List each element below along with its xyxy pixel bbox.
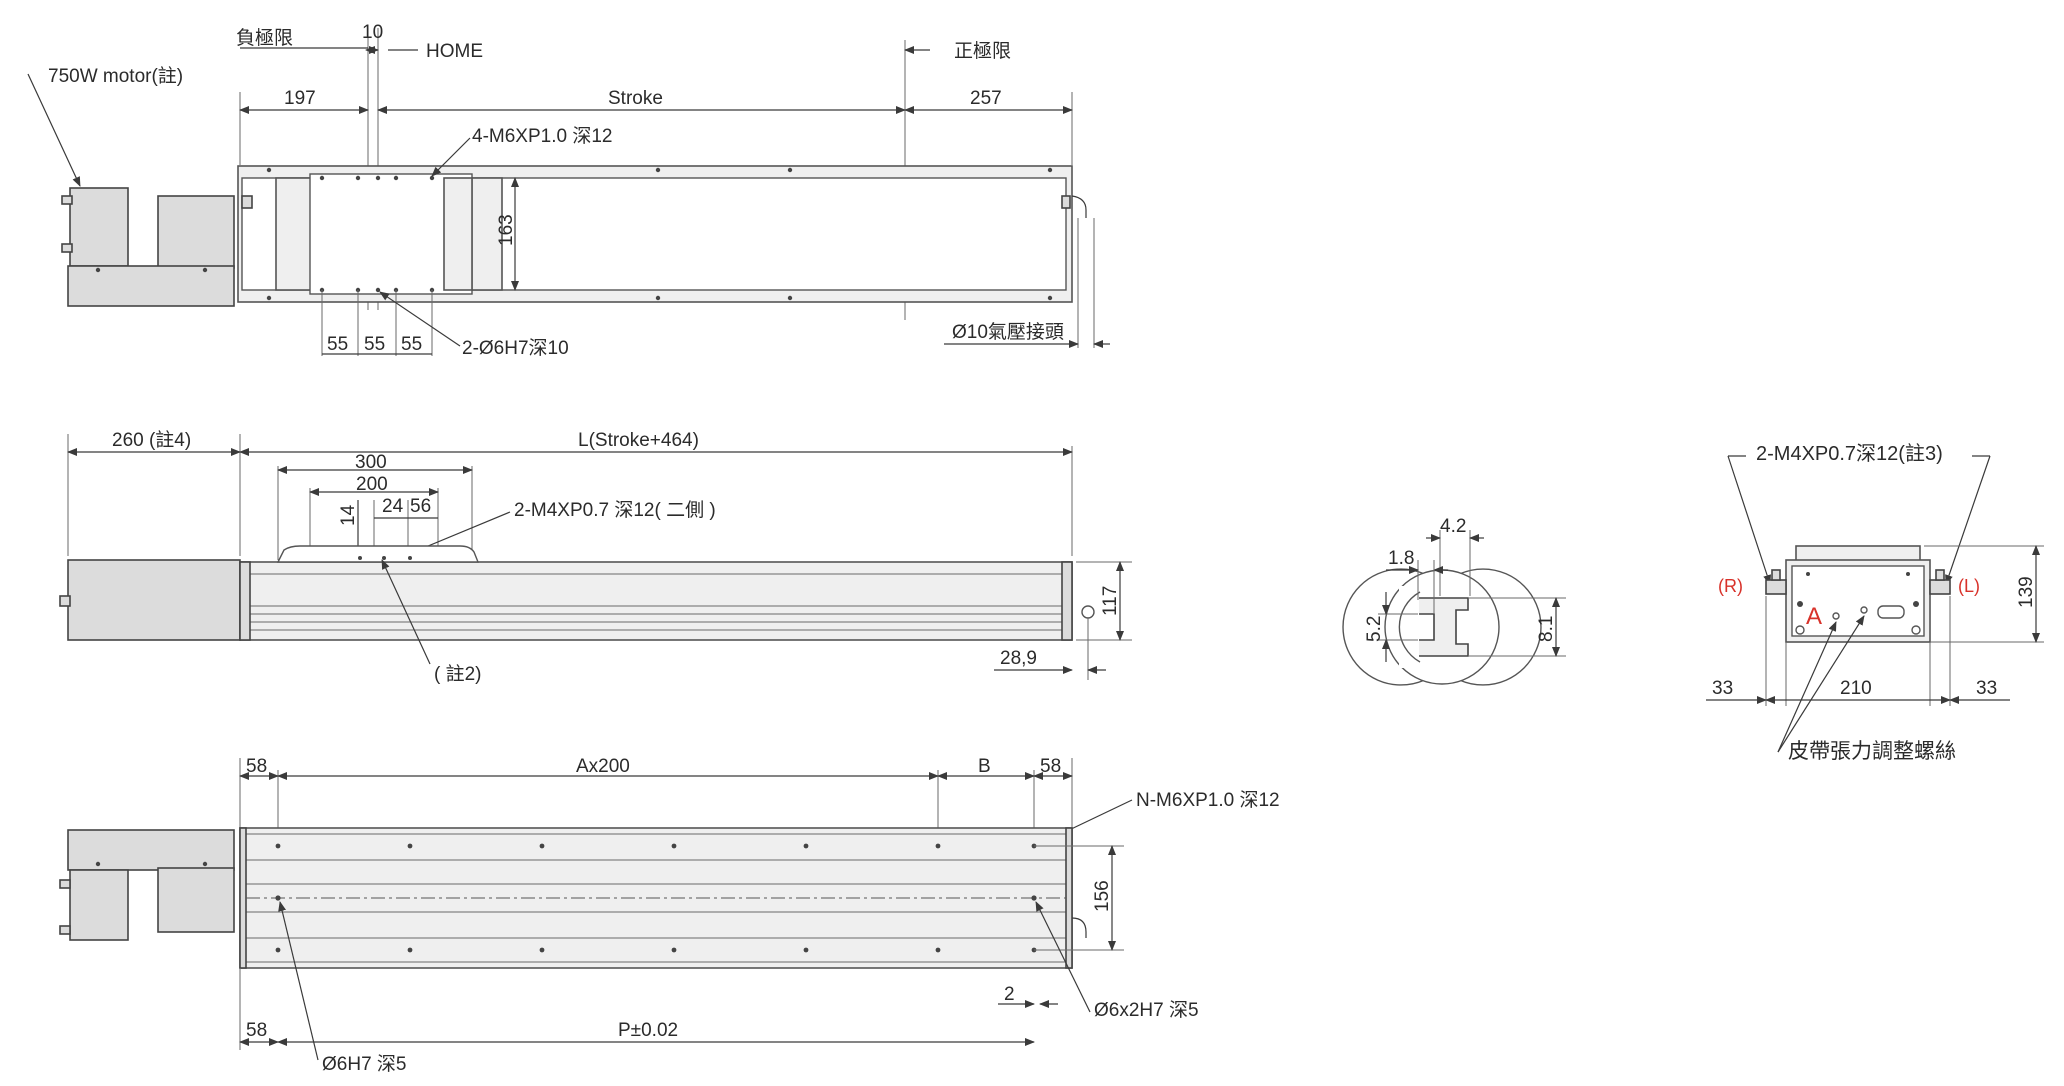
dim-4-2: 4.2 [1440,516,1466,537]
dim-33-a: 33 [1712,678,1733,699]
dim-197: 197 [284,88,316,109]
dim-55-a: 55 [327,334,348,355]
motor-label: 750W motor(註) [48,65,183,87]
r-label: (R) [1718,576,1743,596]
air-fitting-label: Ø10氣壓接頭 [952,321,1064,343]
dowel-label: 2-Ø6H7深10 [462,337,569,359]
n-holes-label: N-M6XP1.0 深12 [1136,789,1280,811]
dim-33-b: 33 [1976,678,1997,699]
l-label: (L) [1958,576,1980,596]
dim-300: 300 [355,452,387,473]
side-holes-label: 2-M4XP0.7 深12( 二側 ) [514,499,716,521]
dim-b: B [978,756,991,777]
ten-label: 10 [362,22,383,43]
dim-200: 200 [356,474,388,495]
dim-stroke: Stroke [608,88,663,109]
side-view: 260 (註4) L(Stroke+464) 300 200 24 56 14 … [59,429,1132,685]
dim-24: 24 [382,496,404,517]
dim-55-c: 55 [401,334,422,355]
dim-156: 156 [1092,880,1113,912]
dim-117: 117 [1100,586,1121,616]
dim-1-8: 1.8 [1388,548,1414,569]
dim-58-a: 58 [246,756,267,777]
note-2-label: ( 註2) [434,663,482,685]
end-holes-label: 2-M4XP0.7深12(註3) [1756,442,1943,465]
dim-55-b: 55 [364,334,385,355]
top-view: 負極限 10 HOME 正極限 750W motor(註) 197 Stroke… [27,22,1110,359]
dim-14: 14 [338,504,359,526]
home-label: HOME [426,41,483,62]
dim-58-c: 58 [246,1020,267,1041]
dim-257: 257 [970,88,1002,109]
dim-p: P±0.02 [618,1020,678,1041]
dim-58-b: 58 [1040,756,1061,777]
profile-detail: 4.2 1.8 5.2 8.1 [1342,516,1566,686]
top-holes-label: 4-M6XP1.0 深12 [472,125,612,147]
dim-139: 139 [2016,576,2037,608]
pos-limit-label: 正極限 [954,40,1011,62]
end-view: 2-M4XP0.7深12(註3) (R) (L) A 139 [1706,442,2044,763]
dim-260: 260 (註4) [112,429,191,451]
dim-28-9: 28,9 [1000,648,1037,669]
pin-label: Ø6H7 深5 [322,1053,406,1075]
neg-limit-label: 負極限 [236,27,293,49]
dim-length: L(Stroke+464) [578,430,699,451]
dim-56: 56 [410,496,431,517]
belt-tension-label: 皮帶張力調整螺絲 [1788,740,1956,763]
bottom-view: 58 Ax200 B 58 N-M6XP1.0 深12 [59,756,1280,1075]
dim-5-2: 5.2 [1364,616,1385,642]
dim-163: 163 [496,214,517,246]
dim-ax200: Ax200 [576,756,630,777]
slot-label: Ø6x2H7 深5 [1094,999,1199,1021]
dim-8-1: 8.1 [1536,616,1557,642]
dim-210: 210 [1840,678,1872,699]
dim-2: 2 [1004,984,1015,1005]
a-label: A [1806,603,1822,630]
